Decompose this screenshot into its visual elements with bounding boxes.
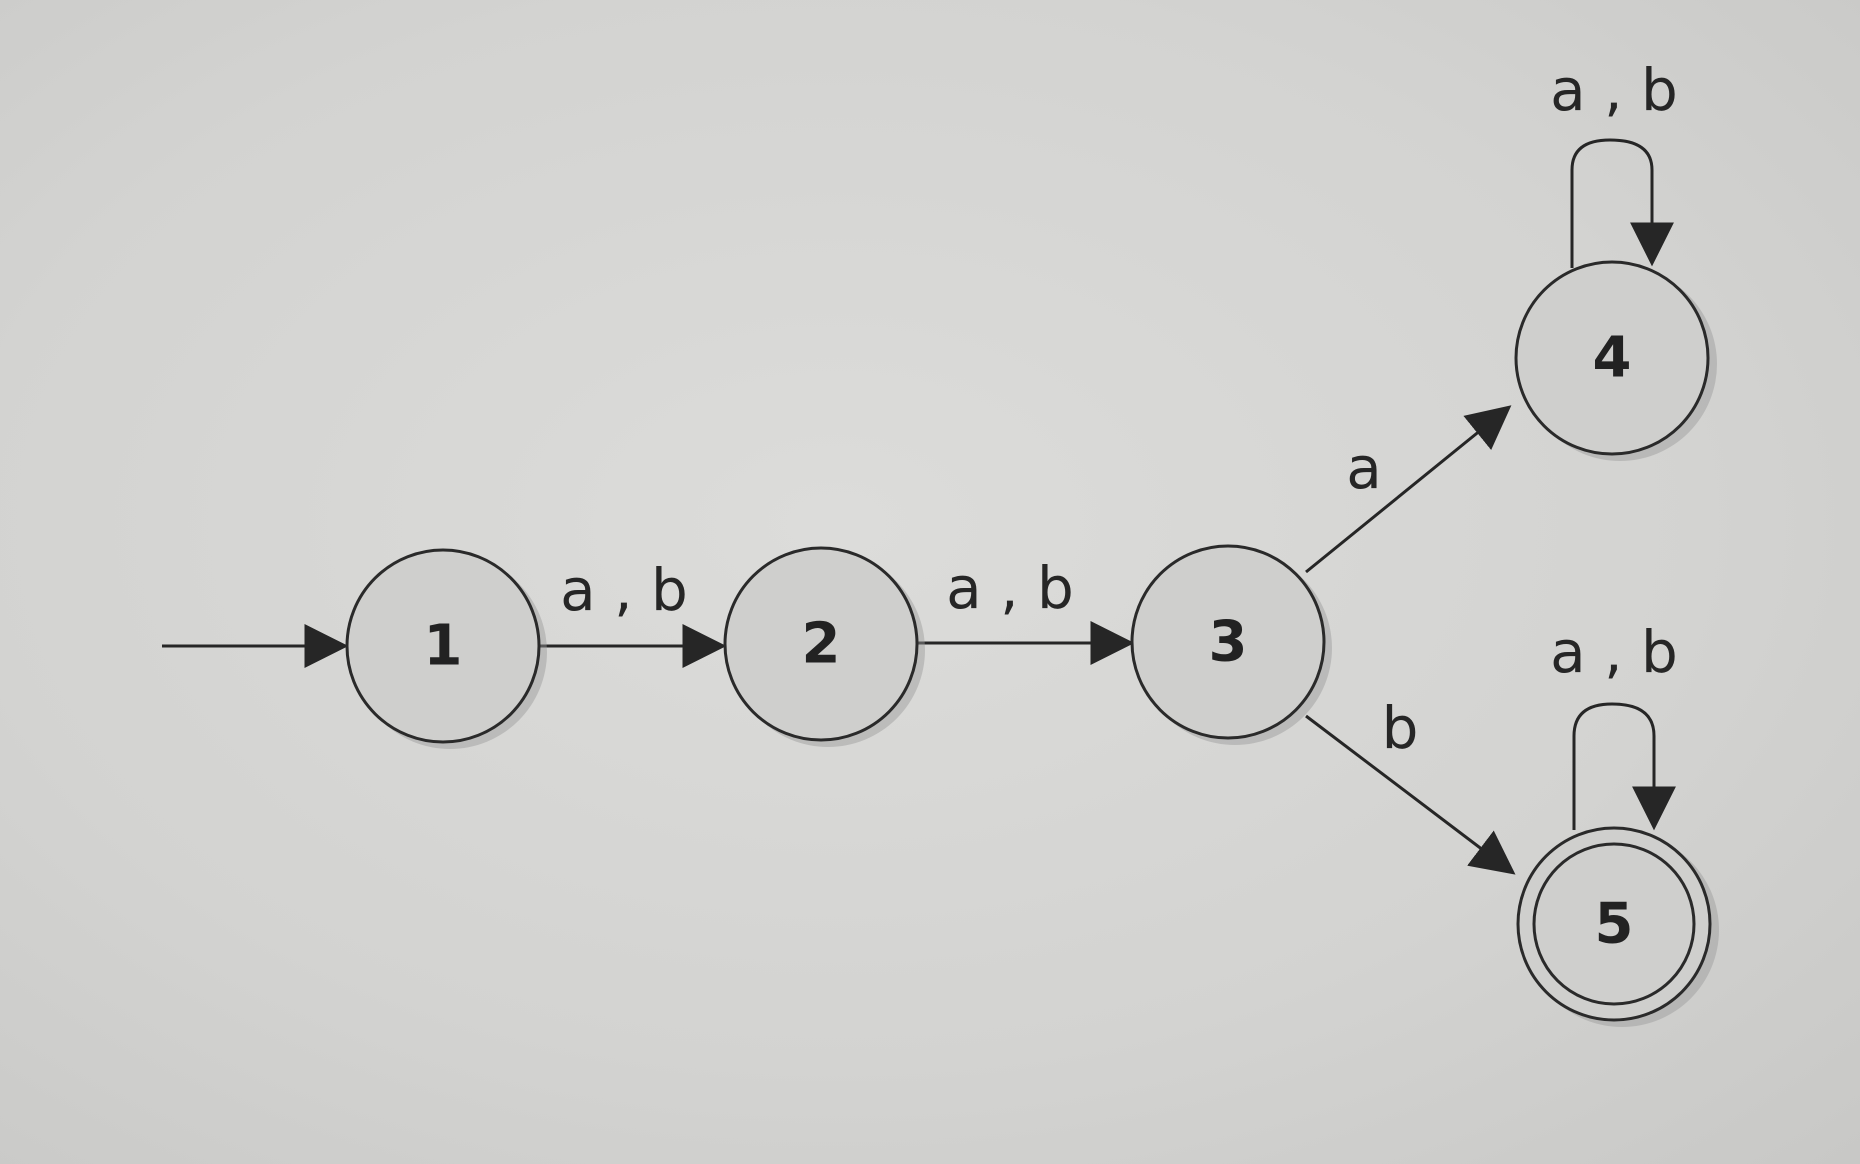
transition-3-5-label: b	[1382, 694, 1419, 762]
state-1-circle	[345, 548, 541, 744]
state-5: 5	[1516, 826, 1719, 1027]
transition-3-5: b	[1305, 694, 1516, 875]
state-2: 2	[723, 546, 925, 747]
state-5-label: 5	[1595, 892, 1634, 957]
transition-4-4-loop	[1570, 138, 1674, 268]
state-4: 4	[1514, 260, 1717, 461]
state-3: 3	[1130, 544, 1332, 745]
state-3-circle	[1130, 544, 1326, 740]
state-2-label: 2	[802, 612, 841, 677]
transition-3-4: a	[1305, 405, 1512, 574]
transition-1-2-label: a , b	[560, 556, 688, 624]
transition-5-5-loop	[1572, 702, 1676, 831]
transition-5-5: a , b	[1550, 618, 1678, 831]
transition-5-5-label: a , b	[1550, 618, 1678, 686]
state-1: 1	[345, 548, 547, 749]
state-5-inner-circle	[1532, 842, 1696, 1006]
transition-2-3-label: a , b	[946, 554, 1074, 622]
transition-3-4-label: a	[1346, 434, 1382, 502]
state-3-label: 3	[1209, 610, 1248, 675]
state-4-circle	[1514, 260, 1710, 456]
transition-3-4-line	[1305, 405, 1512, 574]
state-2-circle	[723, 546, 919, 742]
state-4-label: 4	[1593, 326, 1632, 391]
transition-4-4: a , b	[1550, 56, 1678, 268]
transition-2-3: a , b	[918, 554, 1135, 665]
transition-1-2: a , b	[540, 556, 727, 668]
transition-3-5-line	[1305, 714, 1516, 875]
state-1-label: 1	[424, 614, 463, 679]
state-5-outer-circle	[1516, 826, 1712, 1022]
transition-4-4-label: a , b	[1550, 56, 1678, 124]
